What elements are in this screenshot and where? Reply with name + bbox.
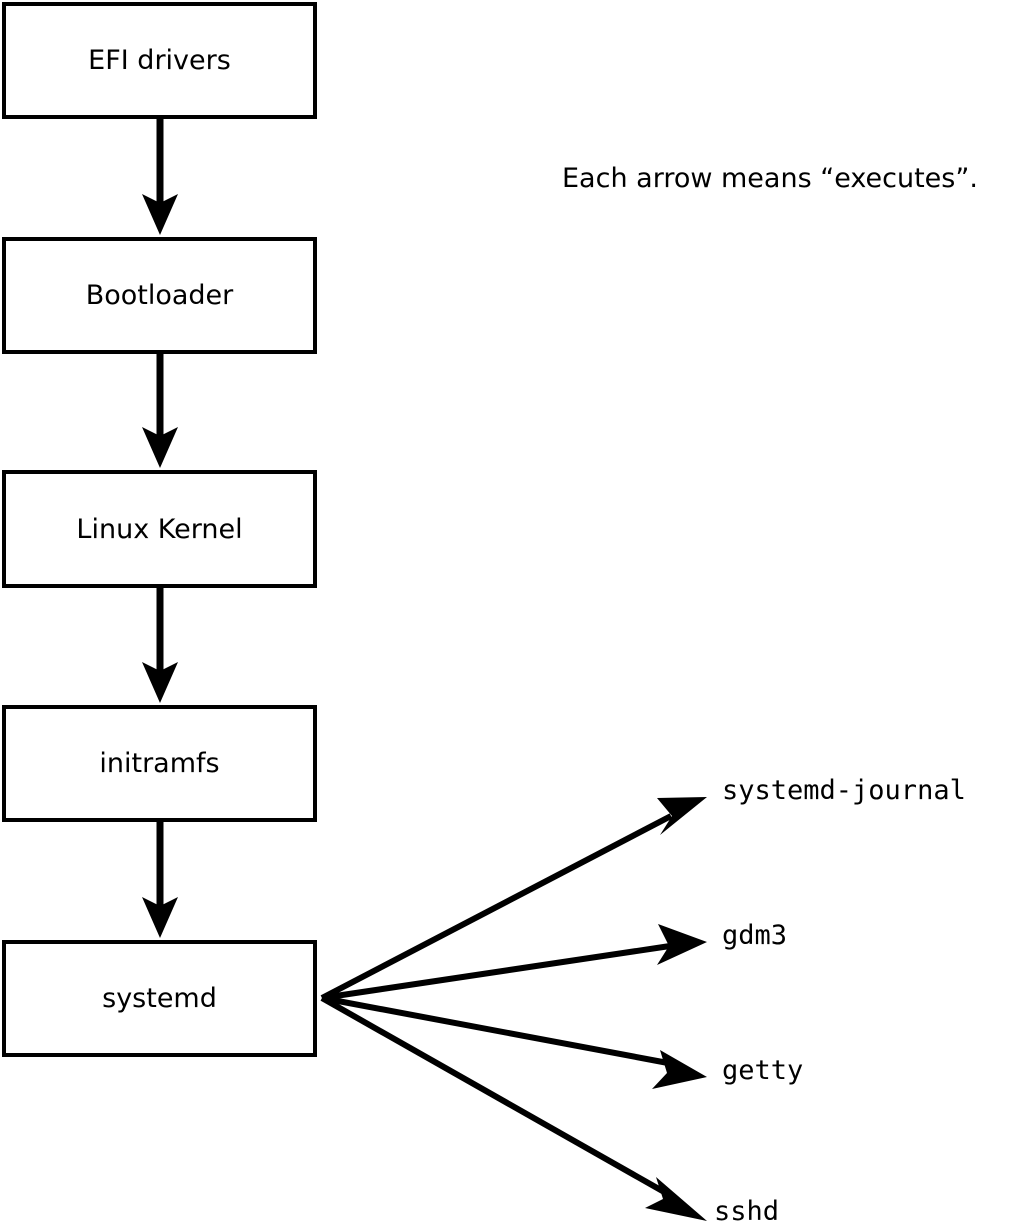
chain-arrow-initramfs-to-systemd [142, 822, 178, 938]
fan-arrow-sshd [320, 995, 707, 1221]
node-systemd[interactable]: systemd [2, 940, 317, 1057]
leaf-label-systemd-journal[interactable]: systemd-journal [722, 775, 966, 806]
node-bootloader[interactable]: Bootloader [2, 237, 317, 354]
node-initramfs[interactable]: initramfs [2, 705, 317, 822]
fan-arrow-getty [321, 995, 707, 1089]
leaf-label-gdm3[interactable]: gdm3 [722, 920, 788, 951]
node-efi-drivers[interactable]: EFI drivers [2, 2, 317, 119]
leaf-label-getty[interactable]: getty [722, 1055, 804, 1086]
fan-arrow-systemd-journal [320, 797, 707, 1001]
node-label-linux-kernel: Linux Kernel [76, 513, 243, 545]
leaf-label-sshd[interactable]: sshd [714, 1196, 780, 1227]
chain-arrow-bootloader-to-kernel [142, 354, 178, 468]
chain-arrow-kernel-to-initramfs [142, 588, 178, 703]
legend-note: Each arrow means “executes”. [562, 163, 978, 194]
node-label-efi-drivers: EFI drivers [88, 45, 231, 76]
node-label-bootloader: Bootloader [85, 280, 234, 311]
node-label-systemd: systemd [102, 983, 217, 1014]
node-label-initramfs: initramfs [99, 748, 220, 779]
fan-arrow-gdm3 [321, 924, 707, 1001]
node-linux-kernel[interactable]: Linux Kernel [2, 470, 317, 588]
chain-arrow-efi-to-bootloader [142, 119, 178, 235]
